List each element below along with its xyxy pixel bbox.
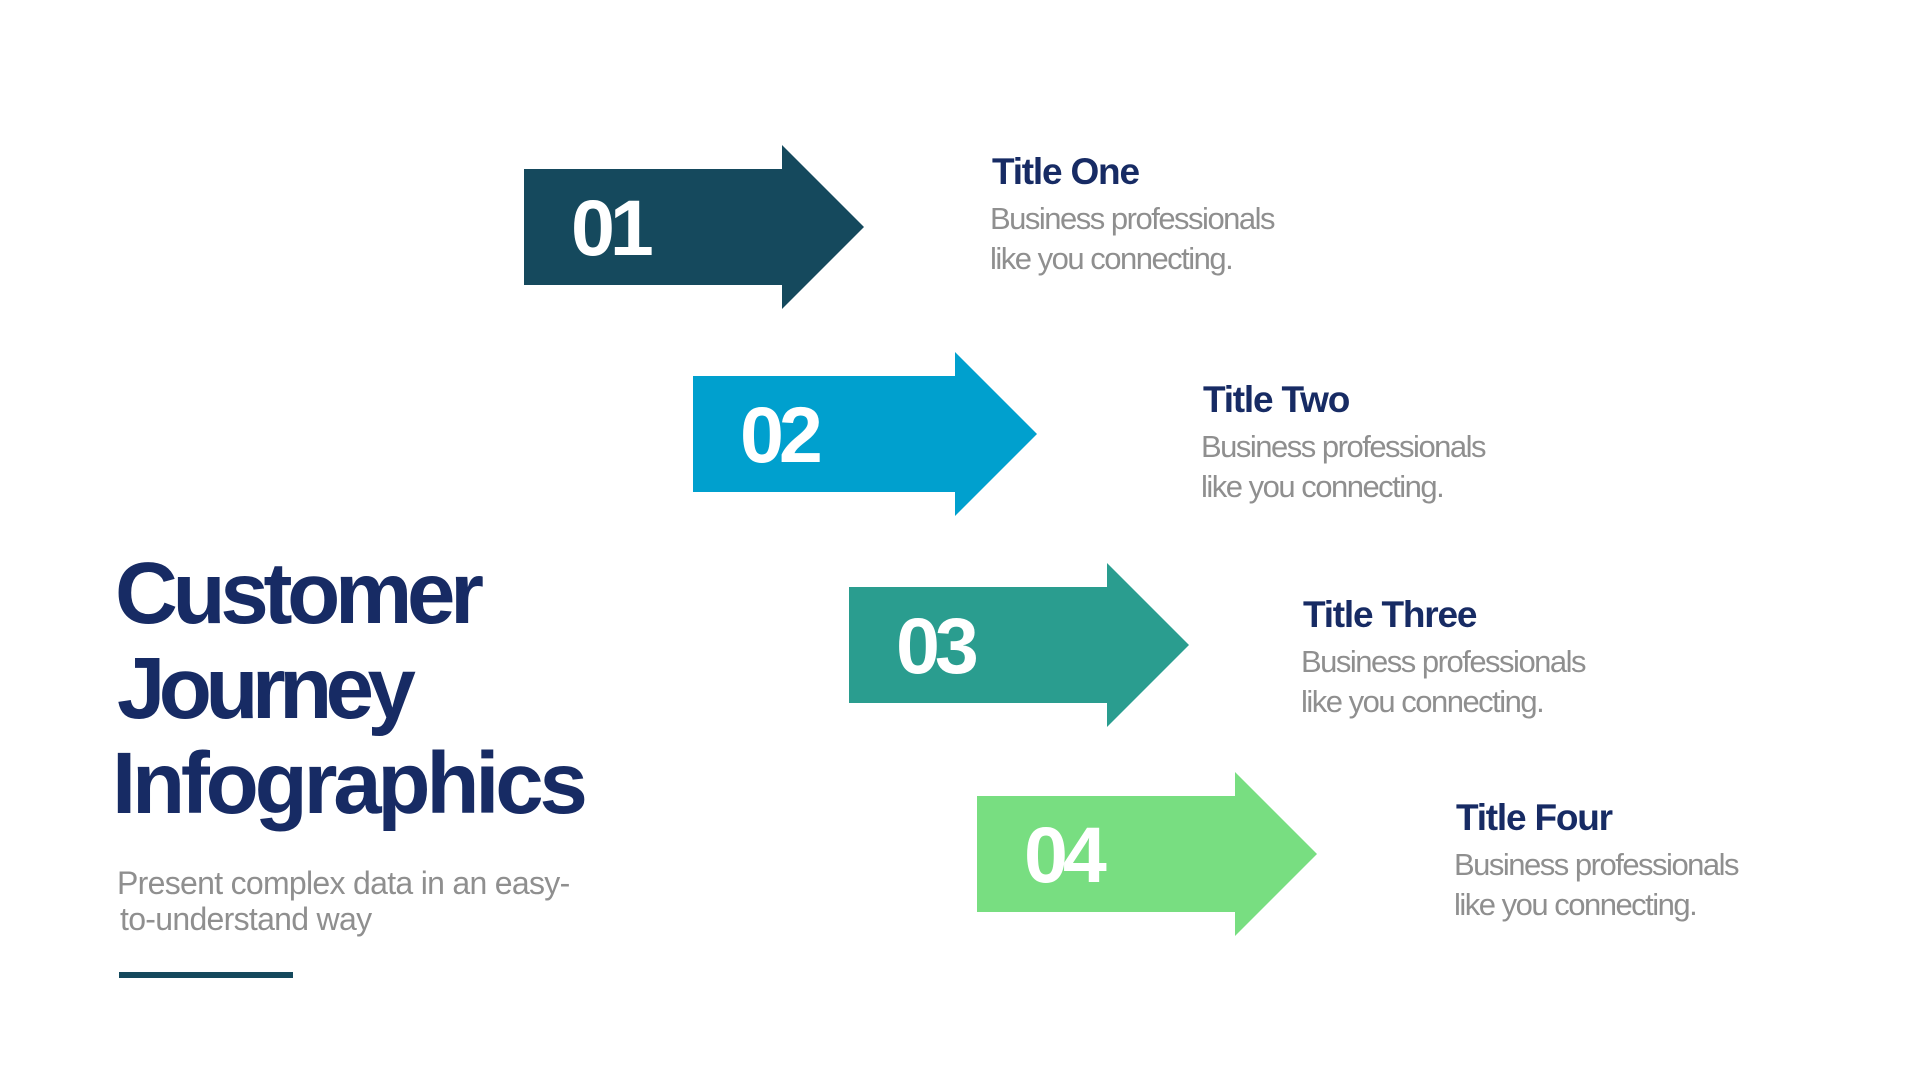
page-subtitle: Present complex data in an easy-to-under… <box>117 865 570 937</box>
title-underline-bar <box>119 972 293 978</box>
step1-title: Title One <box>992 150 1140 192</box>
step1-arrow-shape <box>524 145 864 309</box>
step3-arrow-shape <box>849 563 1189 727</box>
step3-description-line-1: Business professionals <box>1301 644 1587 680</box>
step2-title: Title Two <box>1203 378 1350 420</box>
step4-arrow-shape <box>977 772 1317 936</box>
step3-description: Business professionals like you connectin… <box>1301 642 1587 722</box>
step4-description: Business professionals like you connectin… <box>1454 845 1740 925</box>
step2-description-line-1: Business professionals <box>1201 429 1487 465</box>
step2-description-line-2: like you connecting. <box>1201 469 1445 505</box>
step4-description-line-2: like you connecting. <box>1454 887 1698 923</box>
page-title-line-3: Infographics <box>112 735 588 832</box>
step4-number: 04 <box>1024 809 1107 899</box>
step2-description: Business professionals like you connectin… <box>1201 427 1487 507</box>
page-title-line-1: Customer <box>115 545 484 642</box>
step1-arrow-icon <box>524 145 864 309</box>
step4-title: Title Four <box>1456 796 1613 838</box>
page-title-line-2: Journey <box>117 640 416 737</box>
step1-description-line-1: Business professionals <box>990 201 1276 237</box>
step2-number: 02 <box>740 389 823 479</box>
step1-description-line-2: like you connecting. <box>990 241 1234 277</box>
step4-arrow-icon <box>977 772 1317 936</box>
page-subtitle-line-1: Present complex data in an easy- <box>117 865 570 901</box>
step3-number: 03 <box>896 600 979 690</box>
step3-arrow-icon <box>849 563 1189 727</box>
page-subtitle-line-2: to-understand way <box>120 901 372 937</box>
step1-number: 01 <box>571 182 654 272</box>
step2-arrow-icon <box>693 352 1037 516</box>
step1-description: Business professionals like you connectin… <box>990 199 1276 279</box>
step3-description-line-2: like you connecting. <box>1301 684 1545 720</box>
step3-title: Title Three <box>1303 593 1477 635</box>
step2-arrow-shape <box>693 352 1037 516</box>
step4-description-line-1: Business professionals <box>1454 847 1740 883</box>
